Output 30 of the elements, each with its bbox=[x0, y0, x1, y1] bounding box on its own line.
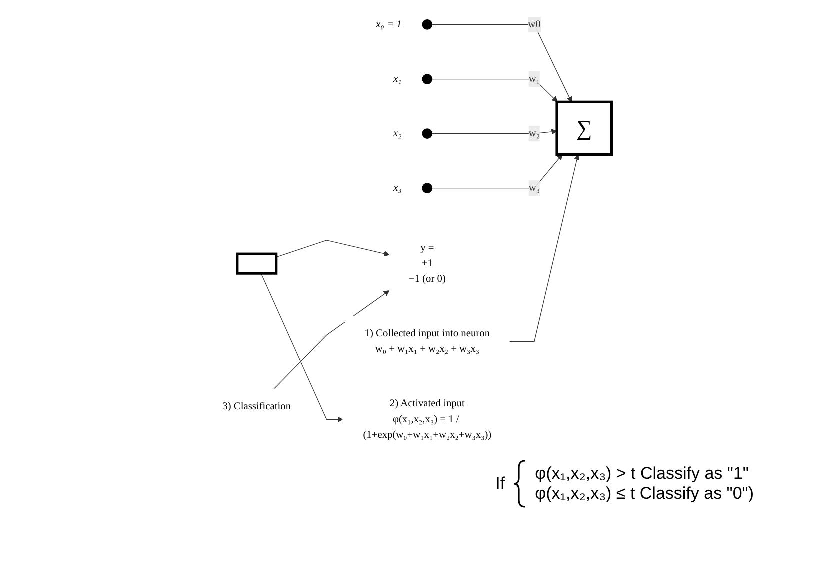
perceptron-diagram: w0 w₁ w₂ w₃ x₀ = 1 x₁ x₂ x₃ ∑ y = +1 −1 (or 0) 1) Collected input into neuron w₀ + w₁x₁ + w₂x₂ + w₃x₃ 2) Activated input φ(x₁,x₂,x₃) = 1 / (1+exp(w₀+w₁x₁+w₂x₂+w₃x₃)) 3) Classification bbox=[198, 2, 616, 458]
node-text: 3) Classification bbox=[222, 400, 291, 412]
arrow bbox=[508, 154, 580, 342]
node-text: y = +1 −1 (or 0) bbox=[408, 242, 446, 285]
arrow bbox=[260, 273, 343, 423]
edge-label: w₃ bbox=[528, 182, 540, 194]
node-text: 1) Collected input into neuron w₀ + w₁x₁ + w₂x₂ + w₃x₃ bbox=[364, 328, 490, 355]
arrow bbox=[432, 154, 562, 189]
node-label: x₂ bbox=[393, 128, 402, 140]
arrow bbox=[432, 24, 572, 102]
arrow bbox=[273, 290, 390, 390]
node-text: 2) Activated input φ(x₁,x₂,x₃) = 1 / (1+exp(w₀+w₁x₁+w₂x₂+w₃x₃)) bbox=[362, 398, 492, 440]
node-box bbox=[555, 100, 613, 156]
node-label: x₃ bbox=[393, 182, 402, 194]
rule-text: φ(x₁,x₂,x₃) > t Classify as "1" bbox=[535, 464, 750, 484]
edge-label: w₁ bbox=[528, 73, 540, 84]
node-box bbox=[236, 252, 278, 275]
node-circle bbox=[422, 128, 432, 139]
node-circle bbox=[422, 20, 432, 30]
node-circle bbox=[422, 74, 432, 84]
node-label: x₀ = 1 bbox=[376, 18, 402, 30]
node-circle bbox=[422, 183, 432, 194]
arrow bbox=[432, 78, 558, 102]
edge-label: w0 bbox=[528, 18, 540, 30]
arrow bbox=[432, 129, 557, 135]
node-label: x₁ bbox=[393, 73, 402, 84]
edge-label: w₂ bbox=[528, 128, 540, 140]
rule-text: φ(x₁,x₂,x₃) ≤ t Classify as "0") bbox=[535, 484, 754, 504]
condition-text: If bbox=[496, 474, 506, 494]
arrow bbox=[276, 240, 390, 258]
